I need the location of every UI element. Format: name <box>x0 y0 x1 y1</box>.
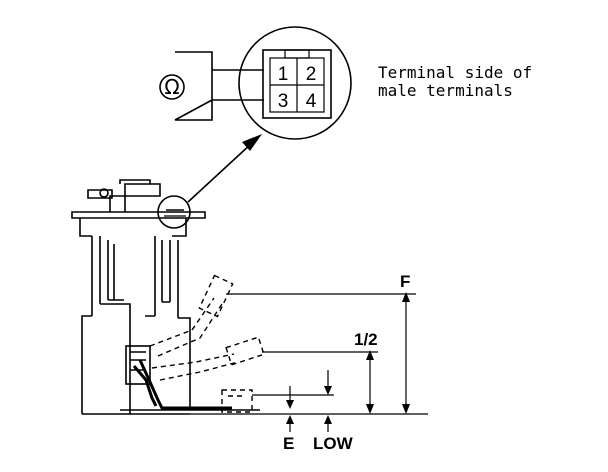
sender-unit <box>71 179 260 415</box>
pin-2: 2 <box>306 64 317 85</box>
float-arms <box>149 274 265 413</box>
level-empty-label: E <box>283 434 294 453</box>
zoom-arrow <box>187 134 262 203</box>
connector-caption-line1: Terminal side of <box>378 63 532 82</box>
ohmmeter: Ω <box>159 51 264 121</box>
level-full-label: F <box>400 272 410 291</box>
pin-3: 3 <box>278 91 289 112</box>
connector-caption-line2: male terminals <box>378 81 513 100</box>
ohmmeter-icon <box>159 74 185 100</box>
pin-1: 1 <box>278 64 289 85</box>
pin-4: 4 <box>306 91 317 112</box>
level-half-label: 1/2 <box>354 330 378 349</box>
ohm-symbol: Ω <box>164 75 179 99</box>
level-indicators <box>190 292 428 432</box>
level-low-label: LOW <box>313 434 354 453</box>
connector-magnified: 1 2 3 4 <box>238 26 352 140</box>
